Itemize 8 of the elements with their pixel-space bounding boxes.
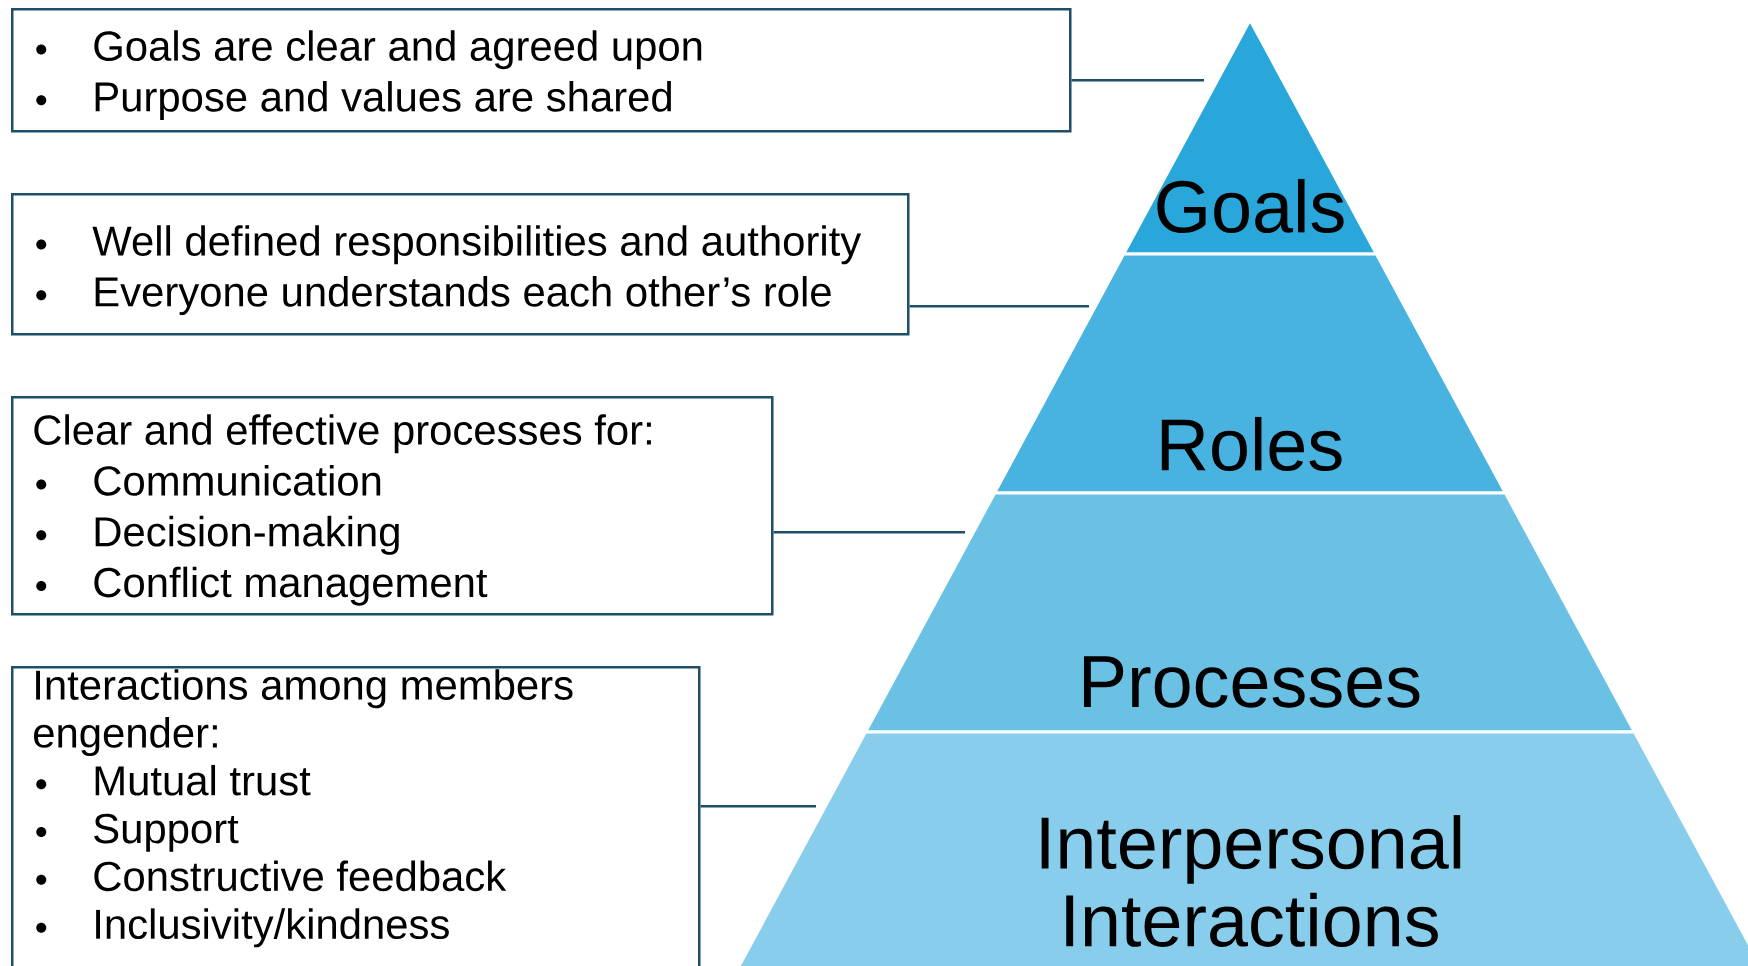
- text-box: Clear and effective processes for: Communication Decision-making Conflict management: [11, 396, 774, 616]
- text-box: Well defined responsibilities and authority Everyone understands each other’s role: [11, 193, 910, 336]
- leader-line: [909, 305, 1089, 308]
- text-box: Goals are clear and agreed upon Purpose and values are shared: [11, 8, 1072, 133]
- leader-line: [773, 531, 965, 534]
- leader-line: [1071, 79, 1204, 82]
- text-box: Interactions among members engender: Mutual trust Support Constructive feedback Inclusivity/kindness: [11, 666, 701, 966]
- leader-line: [700, 805, 816, 808]
